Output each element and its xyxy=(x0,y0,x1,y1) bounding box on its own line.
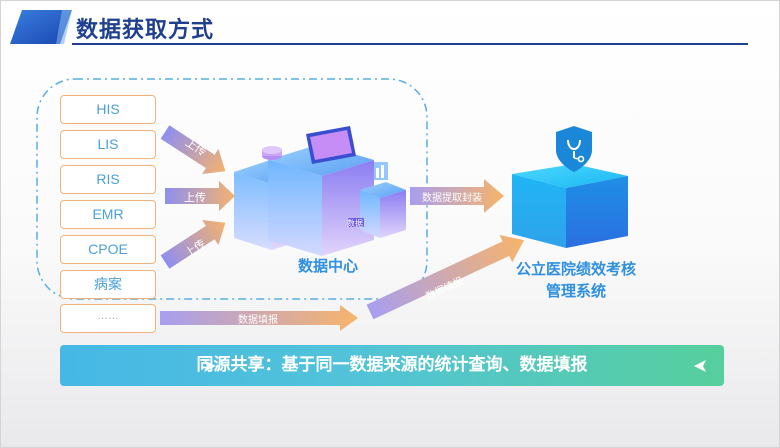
fill-report-label-horizontal: 数据填报 xyxy=(238,315,278,326)
triangle-right-icon xyxy=(204,360,216,372)
extract-label: 数据提取封装 xyxy=(422,193,482,204)
source-more: …… xyxy=(60,304,156,333)
source-his: HIS xyxy=(60,95,156,124)
data-center-label: 数据中心 xyxy=(298,257,359,275)
source-cpoe: CPOE xyxy=(60,235,156,264)
upload-label-2: 上传 xyxy=(184,191,206,204)
data-center-server-icon xyxy=(234,126,406,256)
page-title: 数据获取方式 xyxy=(76,18,215,43)
upload-arrow-3 xyxy=(160,220,226,269)
performance-system-label-line1: 公立医院绩效考核 xyxy=(515,260,636,278)
source-medical-record: 病案 xyxy=(60,270,156,299)
server-tag: 数据 xyxy=(347,219,363,228)
fill-report-arrow-diagonal xyxy=(366,235,525,320)
performance-system-label-line2: 管理系统 xyxy=(545,282,606,300)
source-lis: LIS xyxy=(60,130,156,159)
extract-arrow xyxy=(410,179,504,213)
title-decoration-icon xyxy=(10,10,72,44)
title-underline xyxy=(72,43,748,45)
fill-report-arrow-horizontal xyxy=(160,305,358,331)
performance-system-label: 公立医院绩效考核 管理系统 xyxy=(506,258,646,302)
source-emr: EMR xyxy=(60,200,156,229)
performance-system-cube-icon xyxy=(512,126,628,248)
banner-text: 同源共享：基于同一数据来源的统计查询、数据填报 xyxy=(196,355,588,375)
triangle-left-icon xyxy=(694,360,706,372)
shared-source-banner: 同源共享：基于同一数据来源的统计查询、数据填报 xyxy=(60,345,724,386)
upload-arrow-2 xyxy=(165,181,235,211)
upload-arrow-1 xyxy=(160,125,226,174)
source-ris: RIS xyxy=(60,165,156,194)
